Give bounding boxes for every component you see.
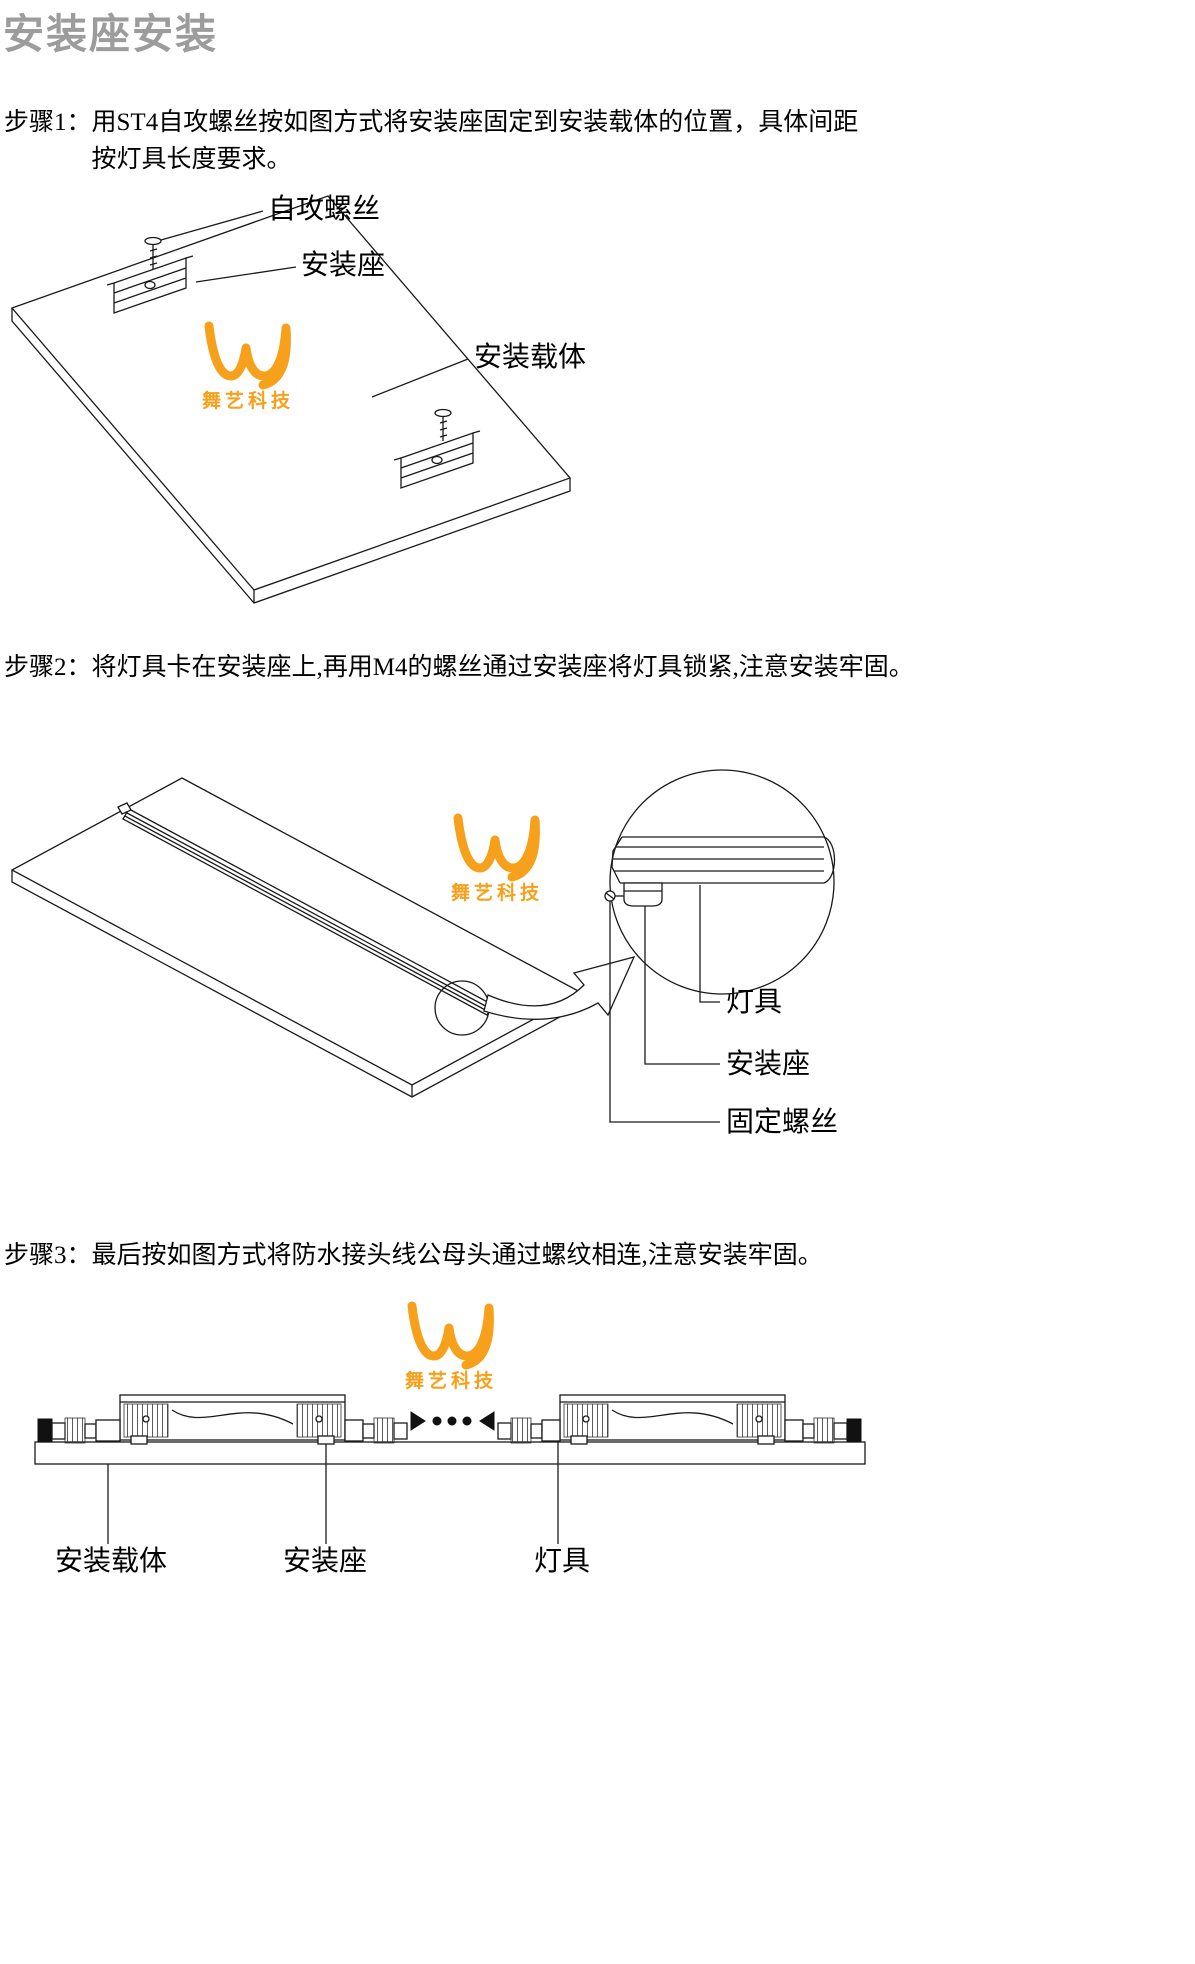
- logo-wj-mark: [453, 813, 540, 882]
- lamp-fixture-right: [559, 1394, 786, 1445]
- brand-logo: 舞艺科技: [405, 1301, 497, 1392]
- detail-arrow: [483, 956, 636, 1020]
- logo-caption: 舞艺科技: [451, 881, 543, 904]
- mount-clip: [570, 1435, 588, 1445]
- step3-label: 步骤3：: [4, 1242, 92, 1269]
- mount-clip: [317, 1435, 335, 1445]
- callout-fixing-screw: 固定螺丝: [726, 1106, 838, 1138]
- step3-line1: 最后按如图方式将防水接头线公母头通过螺纹相连,注意安装牢固。: [91, 1242, 823, 1269]
- mount-clip-1: [106, 255, 194, 314]
- waterproof-connector-middle: [344, 1411, 561, 1444]
- logo-wj-mark: [407, 1301, 494, 1370]
- lamp-fixture-left: [119, 1394, 346, 1445]
- logo-caption: 舞艺科技: [202, 389, 294, 412]
- mount-clip: [757, 1435, 775, 1445]
- mount-carrier-board: [34, 1441, 866, 1465]
- leader-lines: [107, 1442, 559, 1544]
- leader-lines: [609, 885, 720, 1123]
- brand-logo: 舞艺科技: [451, 813, 543, 904]
- self-tapping-screw-1: [144, 236, 162, 269]
- callout-mount-base: 安装座: [301, 249, 385, 281]
- callout-mount-carrier: 安装载体: [55, 1545, 167, 1577]
- logo-wj-mark: [204, 321, 291, 390]
- self-tapping-screw-2: [434, 408, 452, 441]
- step2-line1: 将灯具卡在安装座上,再用M4的螺丝通过安装座将灯具锁紧,注意安装牢固。: [91, 654, 914, 681]
- mount-clip-2: [393, 430, 481, 489]
- step1-diagram: 自攻螺丝 安装座 安装载体 舞艺科技: [10, 193, 586, 604]
- leader-lines: [160, 210, 469, 398]
- mounting-board: [10, 777, 584, 1098]
- step1-label: 步骤1：: [4, 109, 92, 136]
- step1-line1: 用ST4自攻螺丝按如图方式将安装座固定到安装载体的位置，具体间距: [91, 109, 859, 136]
- step2-diagram: 灯具 安装座 固定螺丝 舞艺科技: [10, 769, 838, 1138]
- page-title: 安装座安装: [3, 11, 218, 57]
- arrow-right-icon: [410, 1411, 426, 1431]
- step3-text: 步骤3： 最后按如图方式将防水接头线公母头通过螺纹相连,注意安装牢固。: [4, 1237, 823, 1274]
- step1-line2: 按灯具长度要求。: [91, 146, 292, 173]
- step2-text: 步骤2： 将灯具卡在安装座上,再用M4的螺丝通过安装座将灯具锁紧,注意安装牢固。: [4, 649, 914, 686]
- step2-label: 步骤2：: [4, 654, 92, 681]
- step1-text: 步骤1： 用ST4自攻螺丝按如图方式将安装座固定到安装载体的位置，具体间距 按灯…: [4, 104, 858, 178]
- callout-lamp: 灯具: [726, 986, 782, 1018]
- callout-mount-carrier: 安装载体: [474, 341, 586, 373]
- lamp-bar: [117, 802, 494, 1016]
- callout-self-tapping-screw: 自攻螺丝: [268, 193, 380, 225]
- step1-content: 用ST4自攻螺丝按如图方式将安装座固定到安装载体的位置，具体间距 按灯具长度要求…: [92, 104, 859, 178]
- brand-logo: 舞艺科技: [202, 321, 294, 412]
- logo-caption: 舞艺科技: [405, 1369, 497, 1392]
- callout-mount-base: 安装座: [726, 1048, 810, 1080]
- step3-diagram: 舞艺科技: [34, 1301, 866, 1577]
- callout-lamp: 灯具: [534, 1545, 590, 1577]
- arrow-left-icon: [479, 1411, 495, 1431]
- continuation-dots: [432, 1416, 472, 1426]
- zoom-mount-clip: [623, 882, 663, 907]
- mount-clip: [130, 1435, 148, 1445]
- detail-zoom-circle: [609, 769, 835, 995]
- waterproof-connector-left-end: [37, 1417, 121, 1444]
- callout-mount-base: 安装座: [283, 1545, 367, 1577]
- waterproof-connector-right-end: [784, 1417, 862, 1444]
- zoom-lamp-profile: [604, 836, 836, 907]
